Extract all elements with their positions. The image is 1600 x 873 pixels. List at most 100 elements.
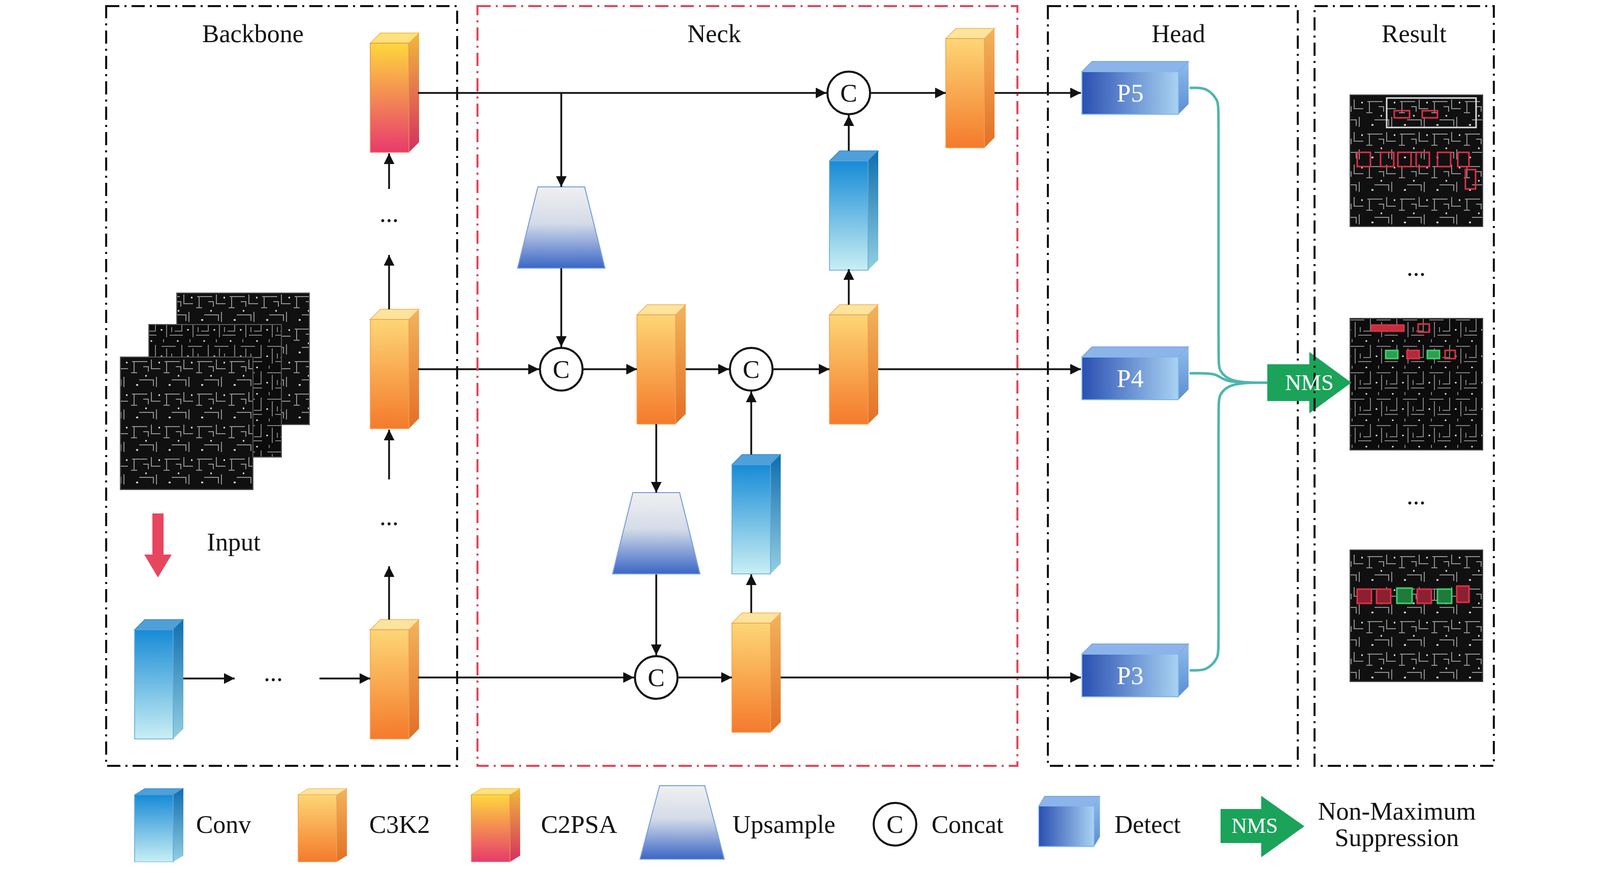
stage-panel: NeckCCCC: [476, 5, 1019, 767]
flow-arrow: [871, 91, 946, 94]
panel-border: [106, 6, 458, 766]
detection-boxes: [1437, 152, 1451, 167]
detect-top-face: [1081, 61, 1189, 72]
c2psa-icon: [471, 788, 521, 862]
detect-top-face: [1081, 644, 1189, 655]
detection-boxes: [1418, 324, 1430, 333]
detection-boxes: [1380, 152, 1394, 167]
c3k2-block: [370, 619, 420, 740]
detect-side-face: [1178, 61, 1189, 115]
stage-panel: Result: [1313, 5, 1495, 767]
c2psa-block: [370, 33, 420, 153]
legend-icons: [134, 785, 1305, 862]
concat-circle: [729, 347, 773, 391]
conv-block: [731, 454, 781, 574]
detect-label: P5: [1116, 79, 1144, 108]
neck-blocks: [517, 28, 995, 733]
flow-arrow: [750, 574, 753, 614]
label-holder: Input: [206, 528, 261, 557]
detection-boxes: [1456, 586, 1469, 603]
merge-brace: [1190, 373, 1268, 383]
detect-label: P3: [1116, 661, 1144, 690]
concat-node: C: [826, 70, 872, 116]
detection-boxes: [1416, 152, 1430, 167]
c3k2-icon: [298, 788, 347, 862]
ellipsis: ...: [1406, 482, 1426, 510]
flow-arrow: [655, 574, 658, 656]
flow-arrow: [878, 368, 1081, 371]
stage-panel-outline: [105, 5, 459, 767]
flow-arrow: [678, 676, 732, 679]
flow-arrow: [183, 677, 235, 680]
panel-border: [477, 6, 1018, 766]
panel-title: Head: [1151, 18, 1206, 49]
flow-arrow: [388, 429, 391, 480]
concat-circle: [827, 71, 871, 115]
detection-boxes: [1406, 350, 1420, 359]
flow-arrow: [388, 254, 391, 310]
detection-box: [1386, 98, 1477, 128]
sar-image: [120, 357, 253, 490]
detect-label: P4: [1116, 364, 1144, 393]
detection-boxes: [1394, 110, 1410, 118]
flow-arrow: [685, 368, 729, 371]
legend-item: Upsample: [732, 811, 836, 838]
label-holder: ...: [379, 199, 399, 228]
detection-boxes: [1357, 110, 1476, 189]
panel-title: Neck: [687, 18, 742, 49]
detection-boxes: [1457, 152, 1469, 167]
legend-item: Concat: [931, 811, 1004, 838]
legend-item: C3K2: [369, 811, 430, 838]
detect-front-face: [1081, 357, 1179, 400]
label-holder: ...: [263, 658, 283, 687]
detection-boxes: [1357, 586, 1469, 604]
concat-icon: [873, 803, 917, 846]
c3k2-block: [731, 613, 781, 733]
label-holder: NMS: [1231, 814, 1278, 838]
concat-node: C: [633, 655, 679, 700]
panel-title: Backbone: [202, 18, 304, 49]
flow-arrow: [418, 91, 827, 94]
c3k2-block: [829, 304, 879, 425]
conv-block: [829, 150, 879, 271]
ellipsis: ...: [379, 502, 399, 531]
detection-boxes: [1437, 589, 1452, 604]
concat-icon-symbol: C: [886, 810, 904, 839]
merge-brace: [1190, 382, 1268, 671]
flow-arrow: [583, 368, 637, 371]
result-image: [1350, 94, 1483, 227]
legend-text: Detect: [1114, 811, 1181, 838]
flow-arrow: [847, 115, 850, 151]
detection-boxes: [1422, 110, 1438, 118]
conv-icon: [134, 788, 184, 862]
merge-brace: [1190, 87, 1268, 383]
concat-circle: [539, 347, 583, 391]
legend-text: C2PSA: [540, 811, 618, 838]
detection-boxes: [1357, 152, 1371, 167]
input-arrow: [144, 513, 172, 578]
panel-border: [1314, 6, 1494, 766]
detect-front-face: [1081, 654, 1179, 697]
result-image: [1350, 550, 1483, 682]
label-holder: ...: [1406, 253, 1426, 282]
flow-arrow: [388, 153, 391, 189]
detect-box: P4: [1081, 357, 1179, 400]
flow-arrow: [750, 391, 753, 455]
detect-top-face: [1081, 346, 1189, 358]
legend-text: Concat: [931, 811, 1004, 838]
nms-arrow-shape: [1267, 352, 1352, 414]
detection-boxes: [1397, 152, 1412, 167]
flow-arrow: [780, 676, 1081, 679]
input-images: [120, 293, 310, 490]
detection-boxes: [1427, 350, 1440, 359]
legend-text: C3K2: [369, 811, 430, 838]
concat-symbol: C: [742, 356, 760, 382]
flow-arrow: [994, 91, 1081, 94]
legend-text: Upsample: [732, 811, 836, 838]
detection-boxes: [1376, 589, 1391, 604]
label-holder: ...: [1406, 482, 1426, 510]
flow-arrow: [773, 368, 830, 371]
